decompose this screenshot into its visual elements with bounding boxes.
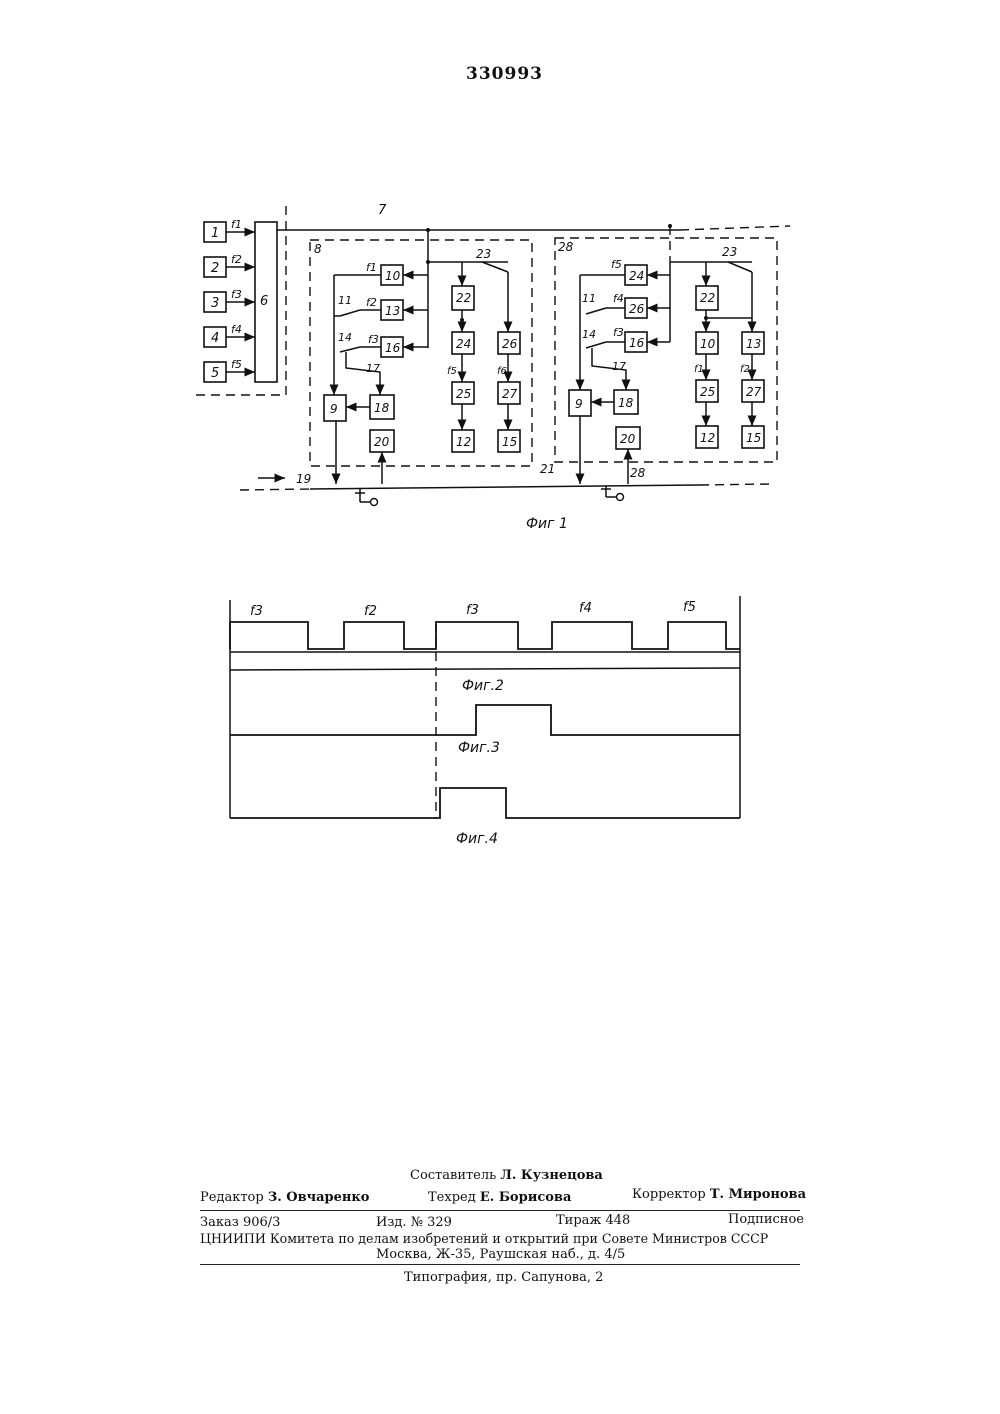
label-n22-left: 22 xyxy=(456,291,471,305)
label-n17-right: 17 xyxy=(612,360,626,373)
label-box28: 28 xyxy=(558,240,574,254)
label-n22-right: 22 xyxy=(700,291,715,305)
edition-number: Изд. № 329 xyxy=(376,1215,452,1230)
freq-f4-right: f4 xyxy=(613,292,624,305)
editor-label: Редактор xyxy=(200,1190,264,1205)
label-n25-right: 25 xyxy=(700,385,715,399)
label-n27-left: 27 xyxy=(502,387,518,401)
label-n13-left: 13 xyxy=(385,304,400,318)
corrector-name: Т. Миронова xyxy=(710,1187,806,1202)
editor-name: З. Овчаренко xyxy=(268,1190,370,1205)
label-n16-right: 16 xyxy=(629,336,645,350)
fig3-caption: Фиг.3 xyxy=(458,740,500,756)
fig2-pulse-label-4: f4 xyxy=(579,601,592,616)
freq-f1-right: f1 xyxy=(694,364,704,375)
label-n23-left: 23 xyxy=(476,247,491,261)
label-box8: 8 xyxy=(314,242,322,256)
label-n24-left: 24 xyxy=(456,337,471,351)
imprint-divider-bottom xyxy=(200,1264,800,1265)
editor-line: Редактор З. Овчаренко xyxy=(200,1190,369,1205)
label-line21: 21 xyxy=(540,462,555,476)
label-n20-right: 20 xyxy=(620,432,636,446)
circulation: Тираж 448 xyxy=(556,1213,630,1228)
compiler-name: Л. Кузнецова xyxy=(500,1168,603,1183)
label-n26-left: 26 xyxy=(502,337,518,351)
organization-line: ЦНИИПИ Комитета по делам изобретений и о… xyxy=(200,1231,768,1246)
label-b6: 6 xyxy=(260,294,268,309)
techred-name: Е. Борисова xyxy=(480,1190,572,1205)
label-n26-right: 26 xyxy=(629,302,645,316)
label-n27-right: 27 xyxy=(746,385,762,399)
label-n14-left: 14 xyxy=(338,331,352,344)
imprint-divider-top xyxy=(200,1210,800,1211)
printer-line: Типография, пр. Сапунова, 2 xyxy=(404,1270,603,1285)
corrector-line: Корректор Т. Миронова xyxy=(632,1187,806,1202)
order-number: Заказ 906/3 xyxy=(200,1215,280,1230)
label-b4: 4 xyxy=(211,331,219,346)
freq-f3-gen: f3 xyxy=(231,288,242,301)
label-b2: 2 xyxy=(211,261,219,276)
label-n10-right: 10 xyxy=(700,337,716,351)
freq-f5-gen: f5 xyxy=(231,358,242,371)
fig3-signal xyxy=(230,705,740,735)
freq-f3-right: f3 xyxy=(613,326,624,339)
label-b3: 3 xyxy=(211,296,219,311)
label-line7: 7 xyxy=(378,203,387,218)
freq-f4-gen: f4 xyxy=(231,323,242,336)
figure-1: 1 2 3 4 5 f1 f2 f3 f4 f5 6 7 8 xyxy=(196,203,790,532)
fig2-pulse-label-2: f2 xyxy=(364,604,377,619)
label-n18-right: 18 xyxy=(618,396,634,410)
freq-f5-right: f5 xyxy=(611,258,622,271)
freq-f3-left: f3 xyxy=(368,333,379,346)
freq-f2-left: f2 xyxy=(366,296,377,309)
fig4-caption: Фиг.4 xyxy=(456,831,498,847)
fig2-pulse-label-5: f5 xyxy=(683,600,696,615)
label-n14-right: 14 xyxy=(582,328,596,341)
key-switch-right xyxy=(601,486,624,501)
label-n11-left: 11 xyxy=(338,294,352,307)
label-n24-right: 24 xyxy=(629,269,644,283)
freq-f5-left: f5 xyxy=(447,366,457,377)
compiler-label: Составитель xyxy=(410,1168,496,1183)
label-n15-right: 15 xyxy=(746,431,761,445)
label-n9-left: 9 xyxy=(330,402,338,416)
label-n13-right: 13 xyxy=(746,337,761,351)
corrector-label: Корректор xyxy=(632,1187,706,1202)
label-b1: 1 xyxy=(211,226,219,241)
label-n12-right: 12 xyxy=(700,431,715,445)
label-n20-left: 20 xyxy=(374,435,390,449)
fig4-signal xyxy=(230,788,740,818)
figures-2-4: f3 f2 f3 f4 f5 Фиг.2 Фиг.3 Фиг.4 xyxy=(230,596,740,847)
label-b5: 5 xyxy=(211,366,219,381)
label-n11-right: 11 xyxy=(582,292,596,305)
label-n10-left: 10 xyxy=(385,269,401,283)
compiler-line: Составитель Л. Кузнецова xyxy=(410,1168,603,1183)
address-line: Москва, Ж-35, Раушская наб., д. 4/5 xyxy=(376,1247,625,1262)
fig1-caption: Фиг 1 xyxy=(526,516,568,532)
fig2-pulse-label-3: f3 xyxy=(466,603,479,618)
label-n18-left: 18 xyxy=(374,401,390,415)
techred-line: Техред Е. Борисова xyxy=(428,1190,571,1205)
key-switch-left xyxy=(355,489,378,506)
freq-f2-gen: f2 xyxy=(231,253,242,266)
freq-f6-left: f6 xyxy=(497,366,507,377)
label-n12-left: 12 xyxy=(456,435,471,449)
label-line19: 19 xyxy=(296,472,311,486)
label-n15-left: 15 xyxy=(502,435,517,449)
label-n16-left: 16 xyxy=(385,341,401,355)
label-n9-right: 9 xyxy=(575,397,583,411)
label-n23-right: 23 xyxy=(722,245,737,259)
subscription: Подписное xyxy=(728,1212,804,1227)
freq-f1-left: f1 xyxy=(366,261,377,274)
freq-f2-right: f2 xyxy=(740,364,750,375)
fig2-caption: Фиг.2 xyxy=(462,678,504,694)
label-n17-left: 17 xyxy=(366,362,380,375)
fig2-pulse-label-1: f3 xyxy=(250,604,263,619)
techred-label: Техред xyxy=(428,1190,476,1205)
fig2-pulse-train xyxy=(230,622,740,649)
label-line28b: 28 xyxy=(630,466,646,480)
freq-f1-gen: f1 xyxy=(231,218,242,231)
label-n25-left: 25 xyxy=(456,387,471,401)
